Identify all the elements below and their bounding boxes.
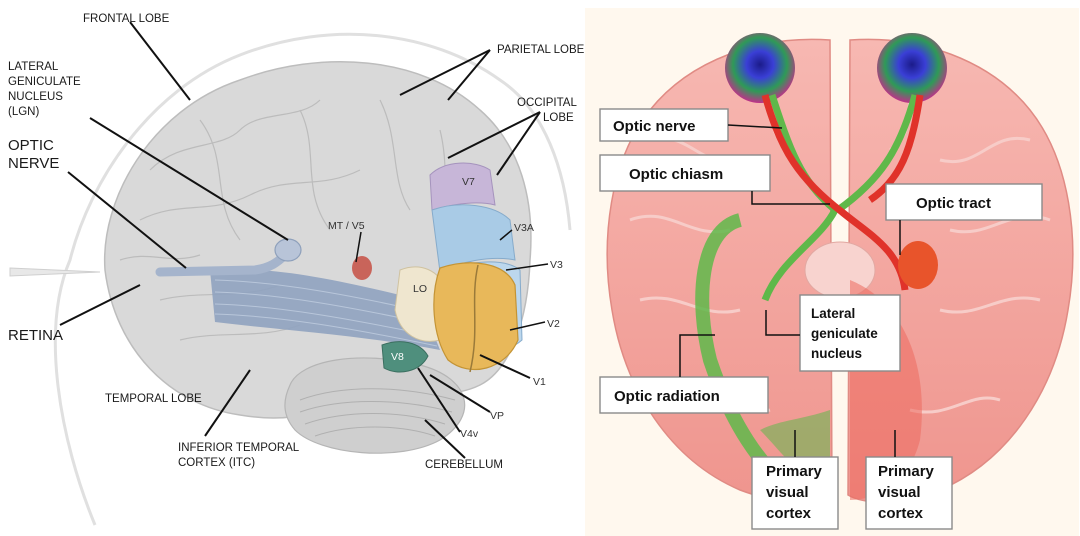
label-occipital-line2: LOBE — [543, 112, 574, 124]
label-itc-line1: INFERIOR TEMPORAL — [178, 442, 300, 454]
label-v3: V3 — [550, 259, 563, 271]
label-optic-nerve: Optic nerve — [613, 118, 696, 135]
right-panel: Optic nerve Optic chiasm Optic tract Lat… — [585, 8, 1079, 536]
label-pvc-left-line3: cortex — [766, 505, 812, 522]
lgn-blob — [275, 239, 301, 261]
label-parietal-lobe: PARIETAL LOBE — [497, 44, 585, 56]
label-lgn-line1: Lateral — [811, 306, 855, 321]
label-frontal-lobe: FRONTAL LOBE — [83, 13, 170, 25]
label-pvc-left-line1: Primary — [766, 463, 823, 480]
label-v8: V8 — [391, 351, 404, 363]
area-mt-v5 — [352, 256, 372, 280]
label-occipital-line1: OCCIPITAL — [517, 97, 577, 109]
label-pvc-right-line1: Primary — [878, 463, 935, 480]
label-optic-nerve-line1: OPTIC — [8, 137, 54, 154]
label-vp: VP — [490, 410, 504, 422]
left-eye — [725, 33, 795, 103]
label-v3a: V3A — [514, 222, 534, 234]
label-lgn-line2: geniculate — [811, 326, 878, 341]
label-v4v: V4v — [460, 428, 479, 440]
label-optic-radiation: Optic radiation — [614, 388, 720, 405]
label-lgn-line1: LATERAL — [8, 61, 59, 73]
label-temporal-lobe: TEMPORAL LOBE — [105, 393, 202, 405]
label-mt-v5: MT / V5 — [328, 220, 365, 232]
label-itc-line2: CORTEX (ITC) — [178, 457, 255, 469]
cerebellum-shape — [285, 358, 465, 453]
label-pvc-left-line2: visual — [766, 484, 809, 501]
label-optic-nerve-line2: NERVE — [8, 155, 59, 172]
label-retina: RETINA — [8, 327, 63, 344]
label-v7: V7 — [462, 176, 475, 188]
label-lgn-line2: GENICULATE — [8, 76, 81, 88]
label-pvc-right-line3: cortex — [878, 505, 924, 522]
label-lgn-line3: nucleus — [811, 346, 862, 361]
label-v2: V2 — [547, 318, 560, 330]
label-lo: LO — [413, 283, 427, 295]
label-cerebellum: CEREBELLUM — [425, 459, 503, 471]
left-panel: FRONTAL LOBE PARIETAL LOBE LATERAL GENIC… — [0, 0, 585, 536]
label-optic-tract: Optic tract — [916, 195, 991, 212]
label-pvc-right-line2: visual — [878, 484, 921, 501]
red-lgn — [898, 241, 938, 289]
label-lgn-line3: NUCLEUS — [8, 91, 63, 103]
label-optic-chiasm: Optic chiasm — [629, 166, 723, 183]
right-eye — [877, 33, 947, 103]
label-v1: V1 — [533, 376, 546, 388]
label-lgn-line4: (LGN) — [8, 106, 39, 118]
